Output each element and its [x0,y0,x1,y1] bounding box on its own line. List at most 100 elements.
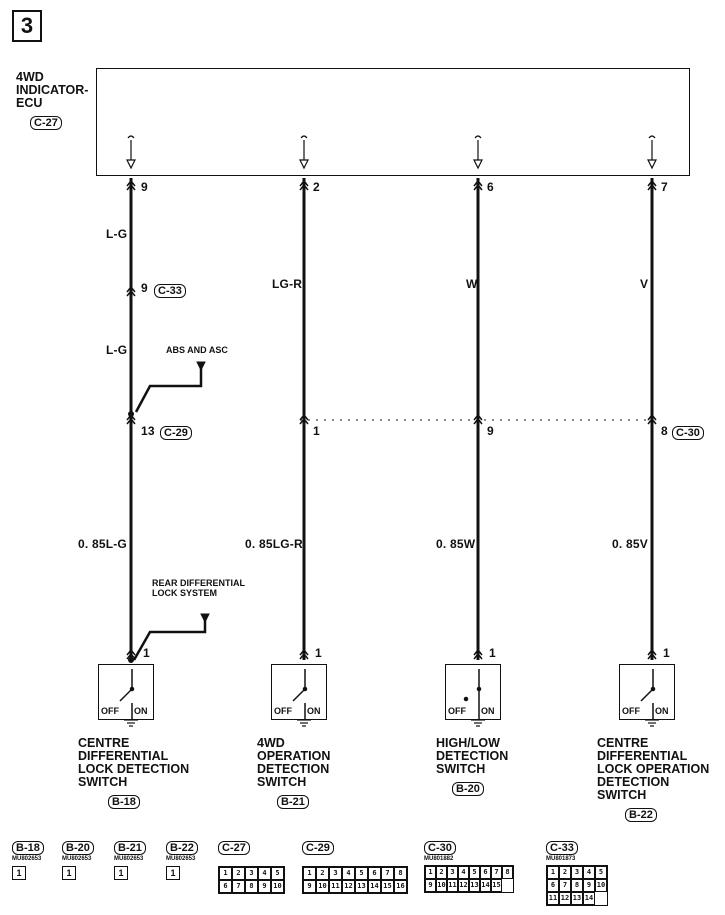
c1-switch-on: ON [134,706,148,716]
ecu-label-line-3: ECU [16,96,43,110]
c3-switch-on: ON [481,706,495,716]
legend-c33-pin: 11 [547,892,559,905]
branch-rear-diff-line-2: LOCK SYSTEM [152,588,218,598]
c4-switch-connector-tag: B-22 [625,805,657,823]
legend-c29-pin: 13 [355,880,368,893]
c1-switch-symbol [119,669,135,719]
c1-switch-name-line-4: SWITCH [78,775,128,789]
c3-junction-pin: 9 [487,424,494,438]
legend-c27-pin: 6 [219,880,232,893]
legend-c27-pin: 1 [219,867,232,880]
c1-switch-connector-tag: B-18 [108,792,140,810]
c1-junction-connector-tag: C-29 [160,423,192,441]
c4-junction-connector: C-30 [672,426,704,440]
abs-branch-arrow [196,361,206,372]
legend-b21-label: B-21 [114,841,146,855]
legend-b20-pin: 1 [62,866,76,880]
legend-b22-part: MU802653 [166,856,196,862]
c1-wire-lower: 0. 85L-G [78,537,127,551]
legend-c30-pin: 14 [480,879,491,892]
c4-switch-box: OFF ON [619,664,675,720]
c4-switch-name-line-1: CENTRE [597,736,649,750]
legend-c30-pin: 5 [469,866,480,879]
legend-c33-label: C-33 [546,841,578,855]
legend-c33-pin: 2 [559,866,571,879]
c3-switch-name-line-2: DETECTION [436,749,509,763]
legend-c30-pin: 12 [458,879,469,892]
c3-switch-box: OFF ON [445,664,501,720]
legend-c29-pin: 10 [316,880,329,893]
c2-switch-symbol [292,669,308,719]
legend-c27-label: C-27 [218,841,250,855]
ecu-label-line-2: INDICATOR- [16,83,89,97]
c2-junction-pin: 1 [313,424,320,438]
legend-b18: B-18 MU802653 1 [12,838,44,880]
c1-switch-name-line-1: CENTRE [78,736,130,750]
legend-c33-pin: 14 [583,892,595,905]
legend-c30-pin: 8 [502,866,513,879]
legend-c30-pin: 7 [491,866,502,879]
c2-switch-name-line-3: DETECTION [257,762,330,776]
c3-switch-connector: B-20 [452,782,484,796]
c1-junction-pin: 13 [141,424,155,438]
c1-inline-pin: 9 [141,281,148,295]
legend-c29-pin: 6 [368,867,381,880]
legend-c30-pin: 11 [447,879,458,892]
ecu-pin-stubs [126,135,657,170]
legend-c33-pin: 8 [571,879,583,892]
c3-switch-name: HIGH/LOW DETECTION SWITCH [436,737,508,776]
legend-c30-label: C-30 [424,841,456,855]
legend-c29-pin: 11 [329,880,342,893]
legend-c30-part: MU801882 [424,856,454,862]
c4-switch-on: ON [655,706,669,716]
c4-switch-name-line-2: DIFFERENTIAL [597,749,688,763]
ground-symbols [124,719,659,727]
c1-switch-name-line-2: DIFFERENTIAL [78,749,169,763]
legend-c27-pin: 10 [271,880,284,893]
legend-c29-pin: 5 [355,867,368,880]
legend-c30-pin: 2 [436,866,447,879]
legend-c33-pin: 6 [547,879,559,892]
c1-junction-connector: C-29 [160,426,192,440]
c2-switch-name: 4WD OPERATION DETECTION SWITCH [257,737,330,789]
c1-inline-connector: C-33 [154,284,186,298]
c3-switch-symbol [463,669,482,719]
page-number: 3 [12,10,42,42]
c2-switch-on: ON [307,706,321,716]
c3-switch-name-line-1: HIGH/LOW [436,736,500,750]
c3-switch-connector-tag: B-20 [452,779,484,797]
rear-branch-arrow [200,613,210,624]
c1-switch-name: CENTRE DIFFERENTIAL LOCK DETECTION SWITC… [78,737,189,789]
legend-c27-pin: 3 [245,867,258,880]
legend-c30-pin: 15 [491,879,502,892]
junction-dot-abs [128,411,134,417]
legend-b18-part: MU802653 [12,856,42,862]
legend-c29-pin: 16 [394,880,407,893]
legend-c30-pin: 6 [480,866,491,879]
legend-c33-pin: 7 [559,879,571,892]
legend-c29-label: C-29 [302,841,334,855]
c2-ecu-pin: 2 [313,180,320,194]
legend-c29-pin: 15 [381,880,394,893]
legend-b21: B-21 MU802653 1 [114,838,146,880]
branch-rear-diff-label: REAR DIFFERENTIAL LOCK SYSTEM [152,578,245,598]
c1-switch-connector: B-18 [108,795,140,809]
legend-c33-pin: 3 [571,866,583,879]
legend-c30-pin: 4 [458,866,469,879]
legend-c30-pin: 10 [436,879,447,892]
connector-chevrons [126,179,657,660]
legend-c30-pin: 1 [425,866,436,879]
legend-b22-pin: 1 [166,866,180,880]
c4-wire-upper: V [640,277,649,291]
junction-dot-rear [128,657,134,663]
c2-switch-name-line-2: OPERATION [257,749,331,763]
legend-c33-pin: 9 [583,879,595,892]
legend-c33-part: MU801873 [546,856,576,862]
legend-c33-pin: 12 [559,892,571,905]
